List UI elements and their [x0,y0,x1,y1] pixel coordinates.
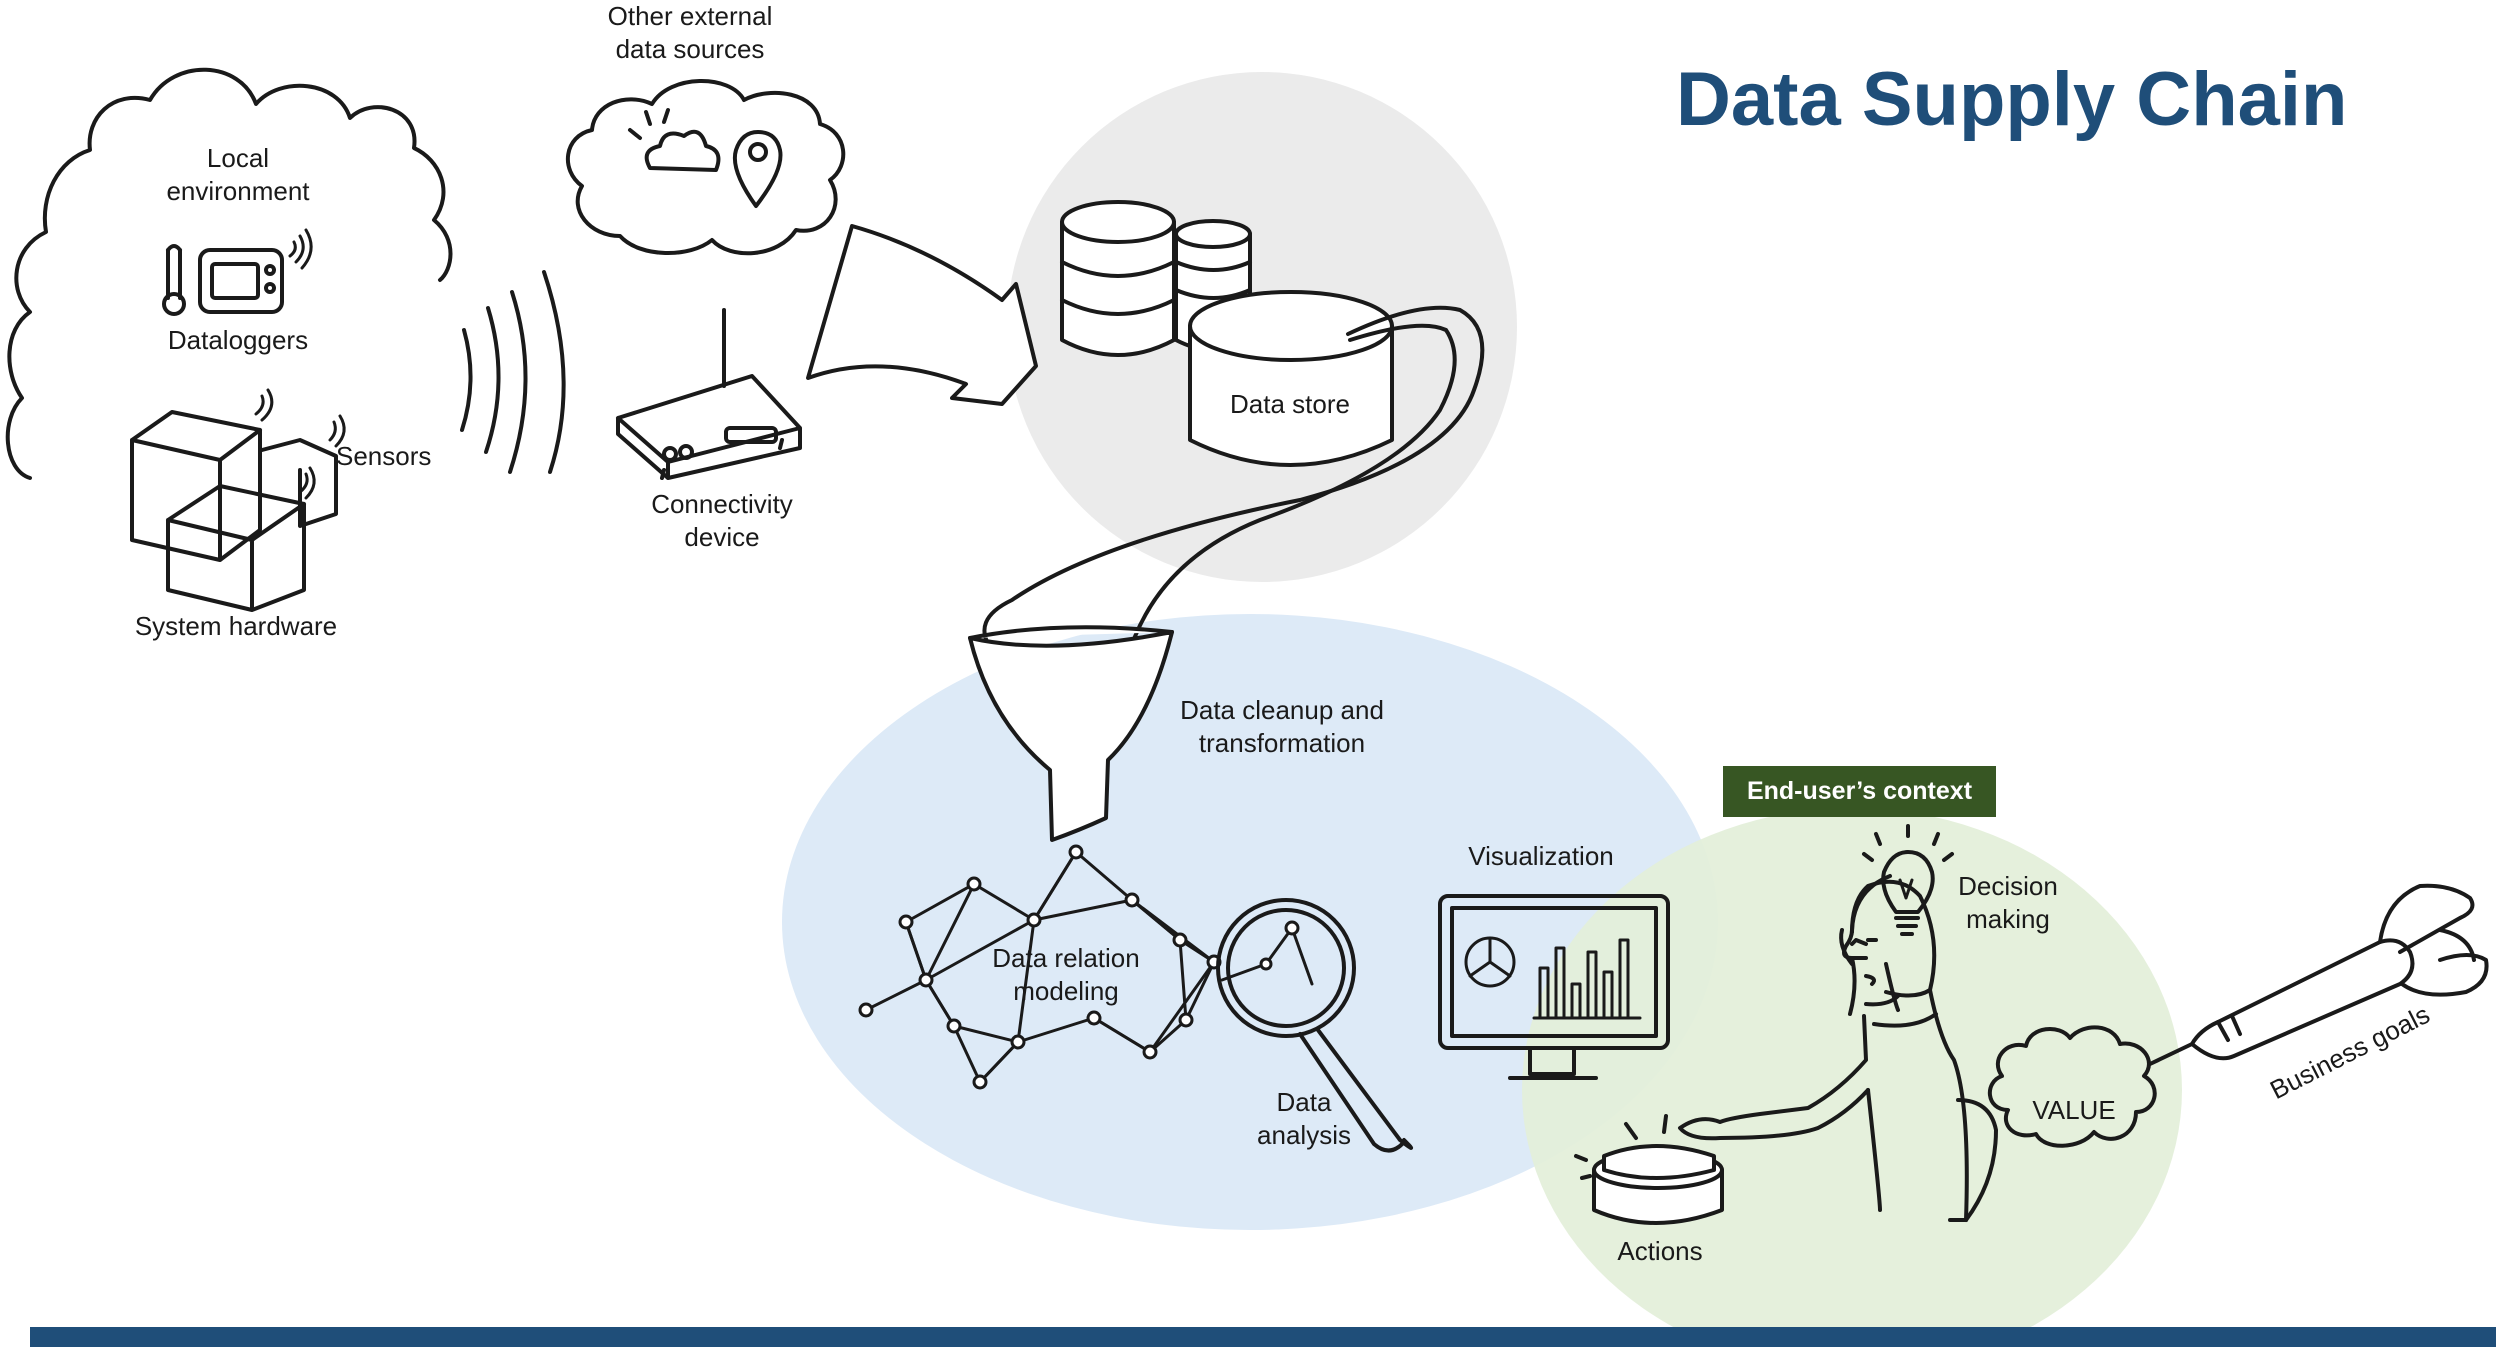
data-analysis-label: Data analysis [1244,1086,1364,1152]
local-environment-line-1: Local [206,143,270,173]
data-analysis-line-2: analysis [1257,1120,1351,1150]
decision-making-line-1: Decision [1958,871,2058,901]
wifi-signal-icon [254,388,346,500]
database-icon [1060,200,1394,467]
value-label: VALUE [2032,1095,2116,1125]
bar-chart-icon [1532,938,1642,1020]
data-relation-label: Data relation modeling [966,942,1166,1008]
data-relation-line-2: modeling [1013,976,1119,1006]
magnifier-icon [1216,898,1413,1153]
sensors-label: Sensors [336,441,432,471]
wifi-signal-icon [288,228,313,270]
data-cleanup-line-2: transformation [1198,728,1366,758]
external-sources-label: Other external data sources [580,0,800,66]
datalogger-icon [198,248,284,314]
external-sources-line-2: data sources [615,34,765,64]
connectivity-device-line-1: Connectivity [651,489,793,519]
data-cleanup-label: Data cleanup and transformation [1172,694,1392,760]
arrow-icon [806,224,1038,406]
cloud-icon [5,67,453,480]
data-flow-ribbon [982,305,1485,652]
person-icon [1678,874,1998,1222]
connectivity-device-line-2: device [684,522,760,552]
data-store-label: Data store [1230,389,1350,419]
actions-label: Actions [1617,1236,1703,1266]
data-relation-line-1: Data relation [992,943,1140,973]
cloud-icon [565,79,846,256]
system-hardware-label: System hardware [134,611,338,641]
decision-making-line-2: making [1966,904,2050,934]
connectivity-device-label: Connectivity device [612,488,832,554]
button-icon [1574,1114,1724,1225]
local-environment-label: Local environment [138,142,338,208]
network-node [858,844,1222,1090]
router-icon [616,308,802,480]
location-pin-icon [733,130,783,208]
thermometer-icon [162,244,186,316]
data-flow-ribbon [1128,323,1457,652]
value-cloud-icon [1987,1025,2157,1148]
external-sources-line-1: Other external [607,1,773,31]
weather-icon [628,108,721,172]
decision-making-label: Decision making [1948,870,2068,936]
wifi-signal-icon [460,270,566,474]
dart-icon [2148,883,2489,1066]
local-environment-line-2: environment [166,176,310,206]
page-title: Data Supply Chain [1676,57,2348,142]
monitor-icon [1438,894,1670,1080]
footer-bar [30,1327,2496,1347]
visualization-label: Visualization [1468,841,1614,871]
funnel-icon [968,625,1174,842]
pie-chart-icon [1464,936,1516,988]
cube-icon [130,410,338,612]
data-cleanup-line-1: Data cleanup and [1180,695,1384,725]
end-user-context-badge: End-user’s context [1723,766,1996,817]
data-analysis-line-1: Data [1276,1087,1332,1117]
dataloggers-label: Dataloggers [167,325,309,355]
